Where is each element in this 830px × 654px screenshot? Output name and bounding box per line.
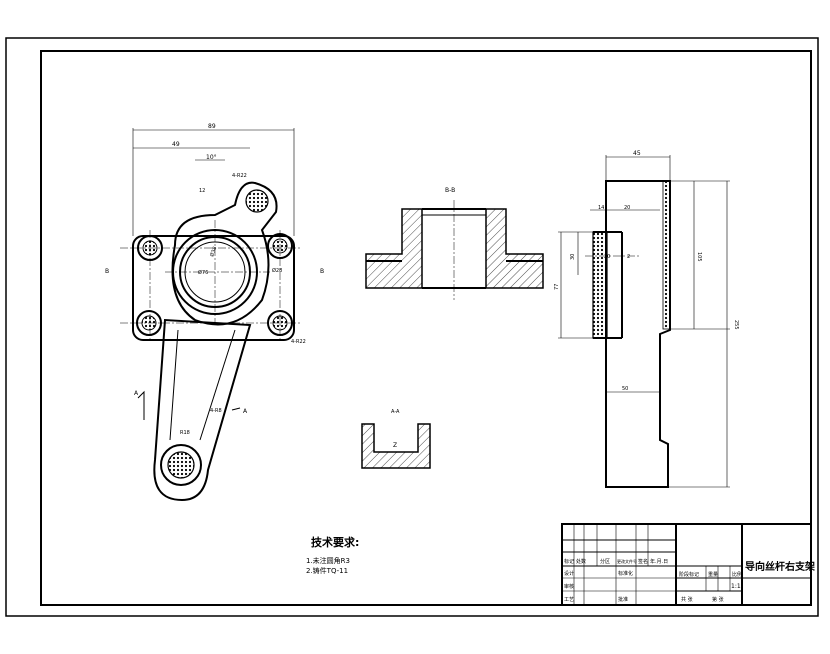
- tb-process: 工艺: [564, 597, 574, 603]
- section-b-b-label: B-B: [445, 187, 455, 194]
- tb-standard: 标准化: [618, 570, 633, 577]
- section-a-a-label: A-A: [391, 409, 400, 415]
- dim-angle: 10°: [206, 154, 217, 161]
- tb-signature: 签名: [638, 558, 648, 565]
- dim-side-20b: 20: [604, 254, 610, 260]
- section-a-a: A-A Z: [361, 409, 431, 469]
- tech-req-item-2: 2.铸件TQ-11: [306, 566, 348, 575]
- tb-sheet-no: 第 张: [712, 596, 724, 603]
- title-block: 标记 处数 分区 更改文件号 签名 年.月.日 设计 标准化 审核 工艺 批准 …: [561, 523, 815, 606]
- dim-arm-len: 12: [199, 188, 205, 194]
- dim-side-105: 105: [696, 252, 702, 262]
- tb-mark: 标记: [564, 558, 574, 565]
- tb-designer: 设计: [564, 570, 574, 577]
- tb-approve: 批准: [618, 596, 628, 603]
- tech-req-title: 技术要求:: [311, 535, 359, 549]
- dim-side-14: 14: [598, 205, 604, 211]
- dim-overall-width: 89: [208, 123, 216, 130]
- tech-requirements: 技术要求: 1.未注圆角R3 2.铸件TQ-11: [306, 535, 359, 575]
- dim-bore: Ø38: [208, 246, 218, 258]
- side-view: 45 14 20 105 255 30 77 20 2 50: [554, 150, 739, 488]
- dim-side-top: 45: [633, 150, 641, 157]
- dim-main-diameter: Ø76: [198, 269, 208, 276]
- section-a-left: A: [134, 390, 139, 397]
- tb-ratio: 比例: [732, 571, 742, 578]
- outer-border: [5, 37, 819, 617]
- section-b-right: B: [320, 268, 324, 275]
- dim-radius-4: 4-R22: [232, 173, 247, 179]
- dim-r18: R18: [180, 430, 190, 436]
- dim-side-2: 2: [627, 254, 630, 260]
- dim-left-r: 4-R8: [210, 408, 222, 414]
- tb-sheet-total: 共 张: [681, 596, 693, 603]
- section-a-right: A: [243, 408, 248, 415]
- dim-side-255: 255: [733, 320, 739, 330]
- section-z-label: Z: [393, 442, 397, 449]
- dim-small-diameter: Ø28: [272, 267, 282, 274]
- dim-right-radius: 4-R22: [291, 339, 306, 345]
- tb-drawing-name: 导向丝杆右支架: [745, 560, 815, 573]
- tb-change-doc: 更改文件号: [617, 558, 637, 564]
- dim-half-width: 49: [172, 141, 180, 148]
- dim-side-77: 77: [554, 284, 560, 290]
- dim-side-50: 50: [622, 386, 628, 392]
- inner-border: [40, 50, 812, 606]
- dim-side-30: 30: [570, 254, 576, 260]
- tb-checker: 审核: [564, 583, 574, 590]
- tb-date: 年.月.日: [650, 558, 668, 565]
- tb-stage-mark: 阶段标记: [679, 571, 699, 578]
- tech-req-item-1: 1.未注圆角R3: [306, 556, 350, 565]
- tb-count: 处数: [576, 558, 586, 565]
- front-view: 89 49 10° 4-R22 12 Ø76 Ø38 Ø28: [105, 123, 324, 502]
- dim-side-20a: 20: [624, 205, 630, 211]
- section-b-b: B-B: [365, 187, 544, 300]
- tb-zone: 分区: [600, 558, 610, 565]
- tb-weight: 重量: [708, 571, 718, 578]
- section-b-left: B: [105, 268, 109, 275]
- tb-scale: 1:1: [731, 583, 741, 590]
